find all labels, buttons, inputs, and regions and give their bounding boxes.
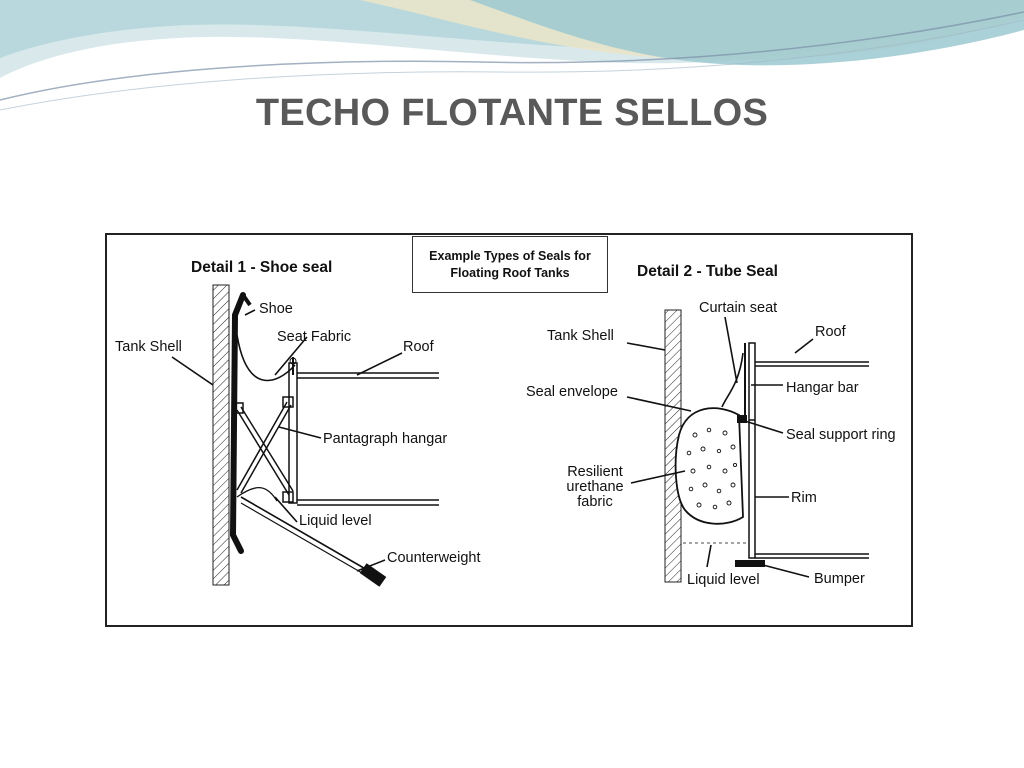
label-tank-shell-1: Tank Shell [115, 339, 182, 355]
label-tank-shell-2: Tank Shell [547, 328, 614, 344]
seal-diagram: Example Types of Seals for Floating Roof… [105, 233, 913, 627]
label-resilient-line-3: fabric [577, 494, 613, 510]
bumper [735, 560, 765, 567]
label-bumper: Bumper [814, 571, 865, 587]
counterweight-arm [240, 496, 370, 572]
label-liquid-level-1: Liquid level [299, 513, 372, 529]
shoe [229, 292, 246, 554]
label-seat-fabric: Seat Fabric [277, 329, 352, 345]
curtain-seat [721, 352, 744, 408]
label-roof-1: Roof [403, 339, 434, 355]
label-liquid-level-2: Liquid level [687, 572, 760, 588]
seal-diagram-drawing [171, 284, 869, 587]
seal-support-ring [737, 415, 747, 423]
detail1-title: Detail 1 - Shoe seal [191, 259, 333, 276]
label-resilient-line-2: urethane [566, 479, 624, 495]
urethane-fill [686, 427, 738, 510]
rim-2 [748, 342, 756, 559]
label-hangar-bar: Hangar bar [786, 380, 859, 396]
legend-line-2: Floating Roof Tanks [450, 265, 570, 280]
label-resilient-urethane-fabric: Resilient urethane fabric [557, 465, 633, 510]
legend-box: Example Types of Seals for Floating Roof… [412, 236, 608, 293]
pantagraph-hangar [232, 396, 294, 503]
label-roof-2: Roof [815, 324, 846, 340]
label-curtain-seat: Curtain seat [699, 300, 778, 316]
label-rim: Rim [791, 490, 817, 506]
seal-envelope [674, 407, 744, 525]
slide-title: TECHO FLOTANTE SELLOS [255, 92, 769, 134]
tank-shell-wall-1 [212, 284, 230, 586]
label-seal-support-ring: Seal support ring [786, 427, 896, 443]
label-seal-envelope: Seal envelope [526, 384, 618, 400]
legend-line-1: Example Types of Seals for [429, 248, 591, 263]
detail2-title: Detail 2 - Tube Seal [637, 263, 778, 280]
roof-rim-1 [288, 362, 298, 504]
label-pantagraph-hangar: Pantagraph hangar [323, 431, 448, 447]
label-counterweight: Counterweight [387, 550, 481, 566]
label-shoe: Shoe [259, 301, 293, 317]
header-wave-decoration [0, 0, 1024, 111]
label-resilient-line-1: Resilient [567, 464, 623, 480]
counterweight [359, 563, 387, 587]
